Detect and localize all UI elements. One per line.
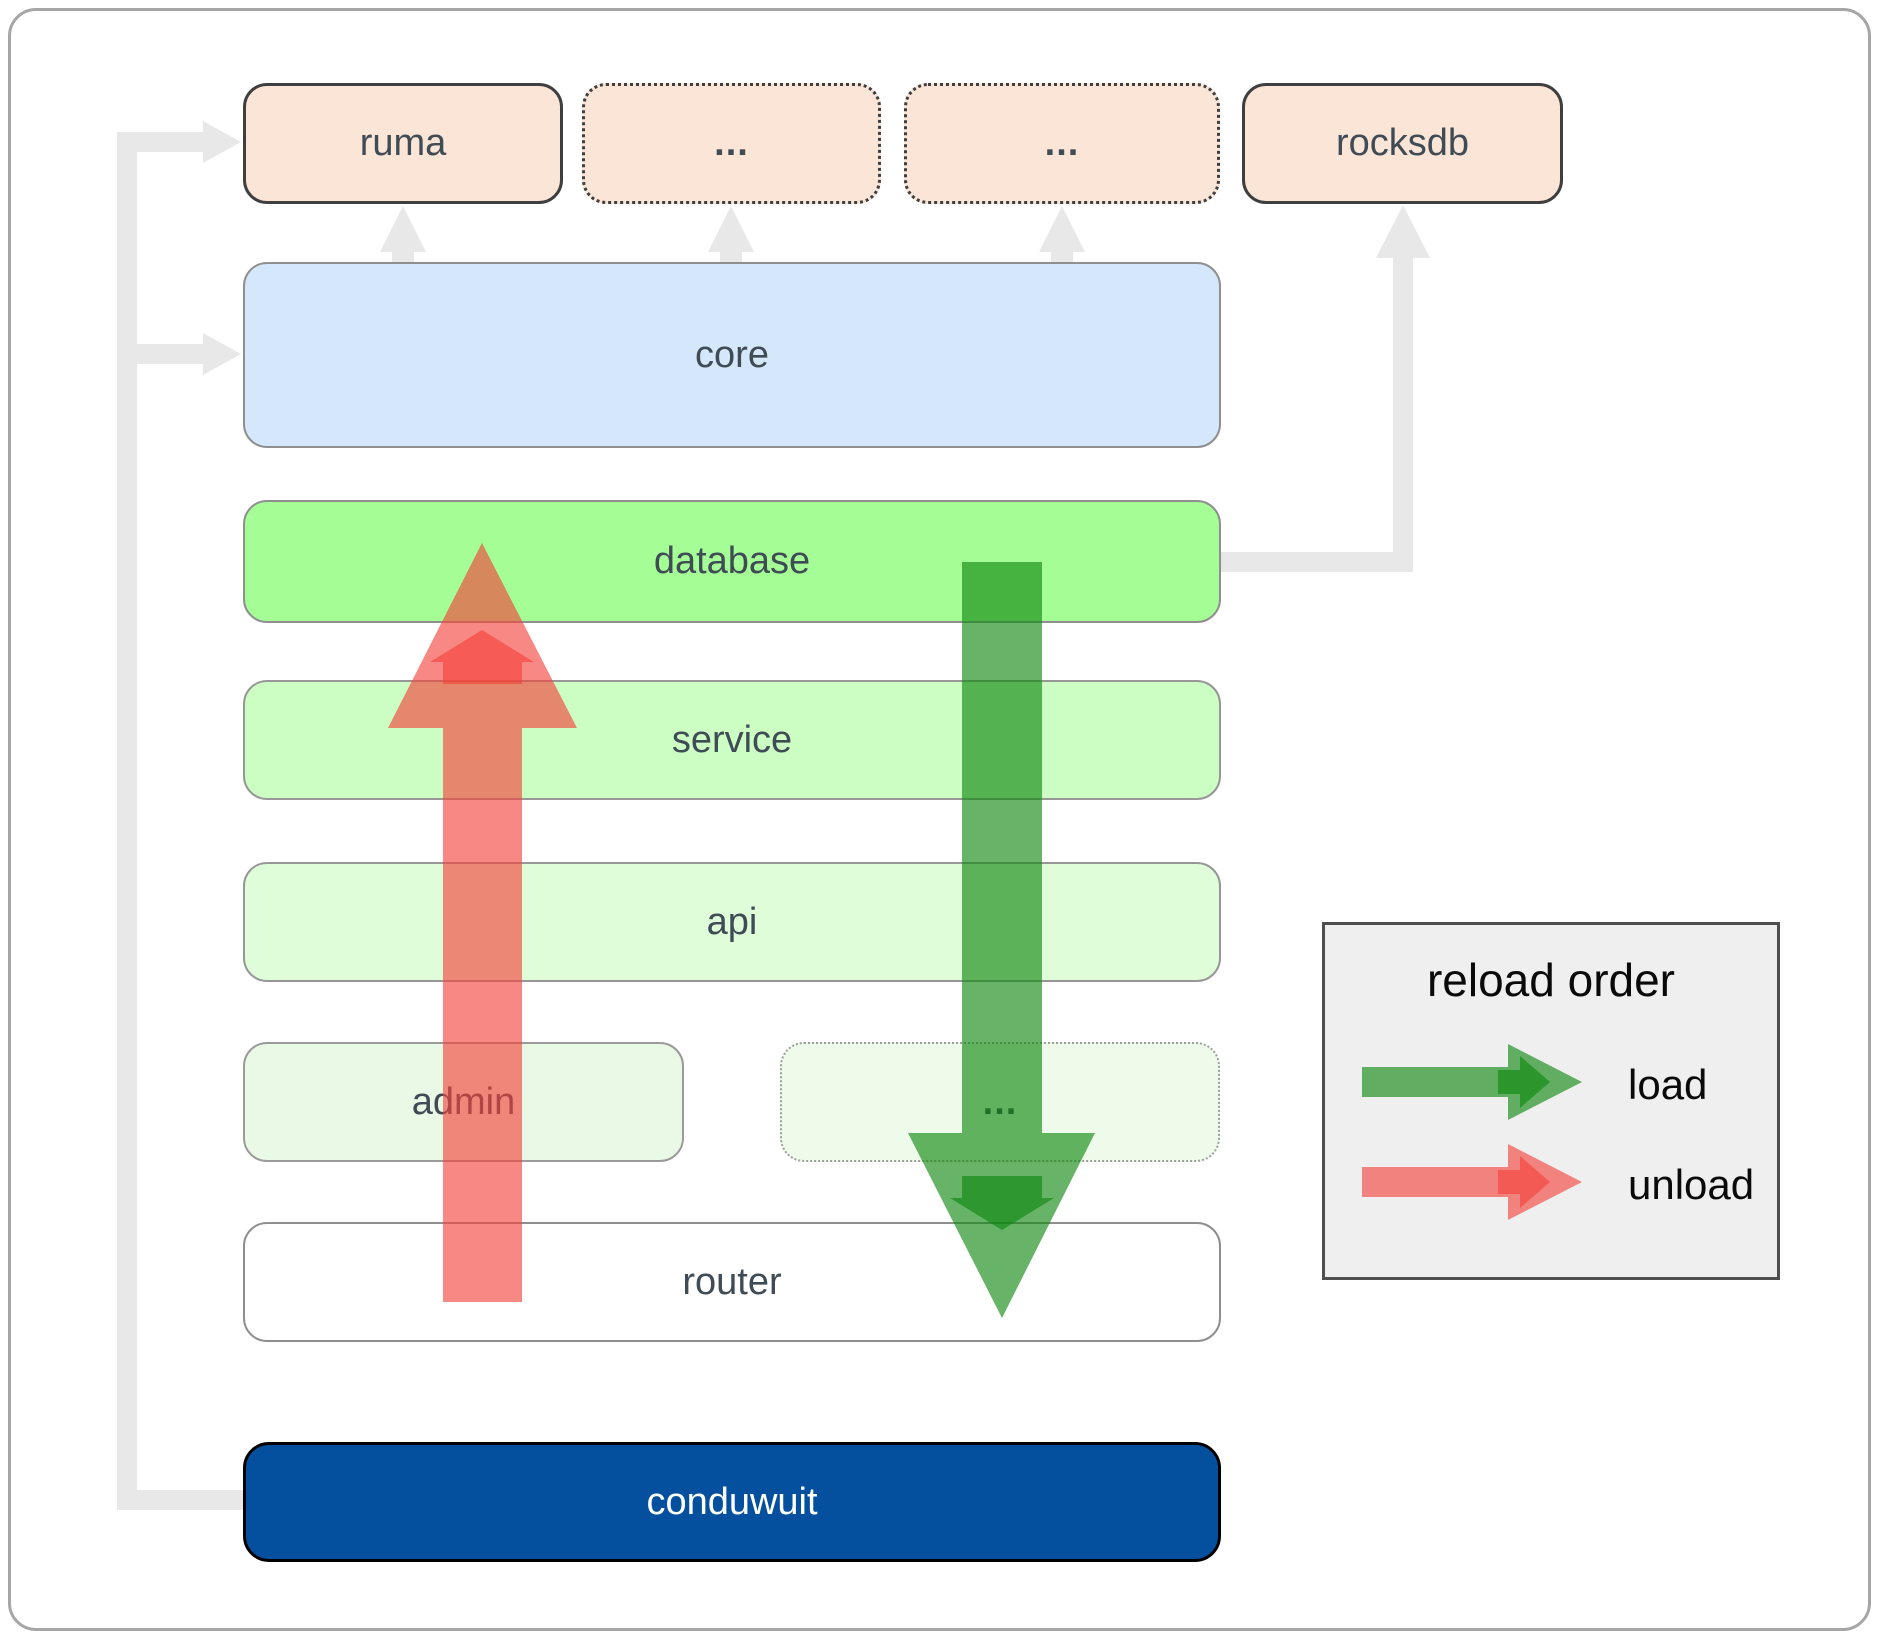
crates-more-2-label: ... [1044, 122, 1080, 164]
admin-label: admin [411, 1080, 516, 1123]
api-label: api [706, 900, 758, 943]
router-label: router [682, 1260, 782, 1303]
box-service: service [243, 680, 1221, 800]
legend-unload-label: unload [1628, 1161, 1755, 1208]
rocksdb-label: rocksdb [1335, 122, 1470, 164]
box-api: api [243, 862, 1221, 982]
ruma-label: ruma [359, 122, 447, 164]
box-crates-more-1: ... [582, 83, 881, 204]
box-admin-more: ... [780, 1042, 1220, 1162]
box-rocksdb: rocksdb [1242, 83, 1563, 204]
legend-load-label: load [1628, 1061, 1708, 1108]
database-label: database [653, 540, 811, 582]
box-database: database [243, 500, 1221, 623]
box-conduwuit: conduwuit [243, 1442, 1221, 1562]
box-ruma: ruma [243, 83, 563, 204]
admin-more-label: ... [982, 1080, 1018, 1123]
box-crates-more-2: ... [904, 83, 1220, 204]
box-router: router [243, 1222, 1221, 1342]
conduwuit-label: conduwuit [646, 1480, 818, 1523]
box-core: core [243, 262, 1221, 448]
legend-panel: reload order load unload [1322, 922, 1780, 1280]
legend-title: reload order [1426, 954, 1676, 1006]
service-label: service [671, 718, 793, 761]
outer-frame [8, 8, 1871, 1631]
crates-more-1-label: ... [714, 122, 749, 164]
core-label: core [695, 333, 769, 376]
box-admin: admin [243, 1042, 684, 1162]
